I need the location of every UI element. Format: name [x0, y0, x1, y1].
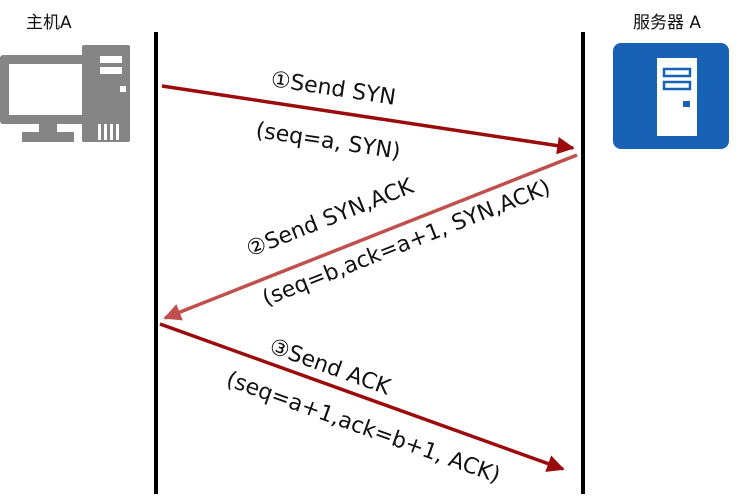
- syn-ack-arrow: [163, 153, 578, 321]
- server-title: 服务器 A: [633, 13, 701, 33]
- step1-detail: (seq=a, SYN): [254, 118, 402, 165]
- syn-arrow: [161, 84, 575, 155]
- server-icon: [613, 43, 729, 149]
- ack-arrow: [159, 322, 565, 472]
- desktop-computer-icon: [0, 45, 130, 142]
- host-title: 主机A: [26, 13, 72, 33]
